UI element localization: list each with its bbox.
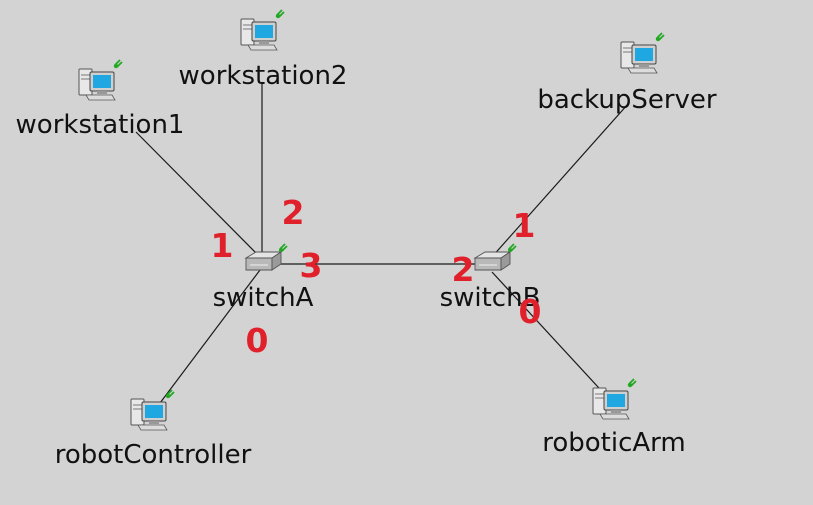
backupServer-label: backupServer: [537, 85, 717, 115]
port-label-switchA-2: 2: [282, 193, 305, 232]
port-label-switchB-2: 2: [452, 250, 475, 289]
link-switchA-workstation1: [135, 131, 259, 256]
roboticArm-label: roboticArm: [542, 428, 686, 458]
switchB-node[interactable]: switchB: [440, 243, 541, 313]
link-switchB-roboticArm: [491, 271, 611, 401]
host-computer-icon: [240, 9, 285, 51]
switchA-label: switchA: [213, 283, 314, 313]
link-switchB-backupServer: [490, 103, 629, 259]
workstation1-label: workstation1: [16, 110, 185, 140]
switchA-node[interactable]: switchA: [213, 243, 314, 313]
port-label-switchA-0: 0: [246, 321, 269, 360]
robotController-node[interactable]: robotController: [55, 389, 252, 470]
workstation2-node[interactable]: workstation2: [179, 9, 348, 91]
workstation2-label: workstation2: [179, 61, 348, 91]
host-computer-icon: [620, 32, 665, 74]
backupServer-node[interactable]: backupServer: [537, 32, 717, 115]
port-label-switchA-3: 3: [300, 246, 323, 285]
roboticArm-node[interactable]: roboticArm: [542, 378, 686, 458]
host-computer-icon: [592, 378, 637, 420]
link-switchA-robotController: [153, 269, 261, 412]
port-label-switchB-1: 1: [513, 206, 536, 245]
robotController-label: robotController: [55, 440, 252, 470]
host-computer-icon: [130, 389, 175, 431]
workstation1-node[interactable]: workstation1: [16, 59, 185, 140]
port-label-switchB-0: 0: [519, 292, 542, 331]
ethernet-switch-icon: [245, 243, 288, 271]
switchB-label: switchB: [440, 283, 541, 313]
port-label-switchA-1: 1: [211, 226, 234, 265]
host-computer-icon: [78, 59, 123, 101]
ethernet-switch-icon: [474, 243, 517, 271]
